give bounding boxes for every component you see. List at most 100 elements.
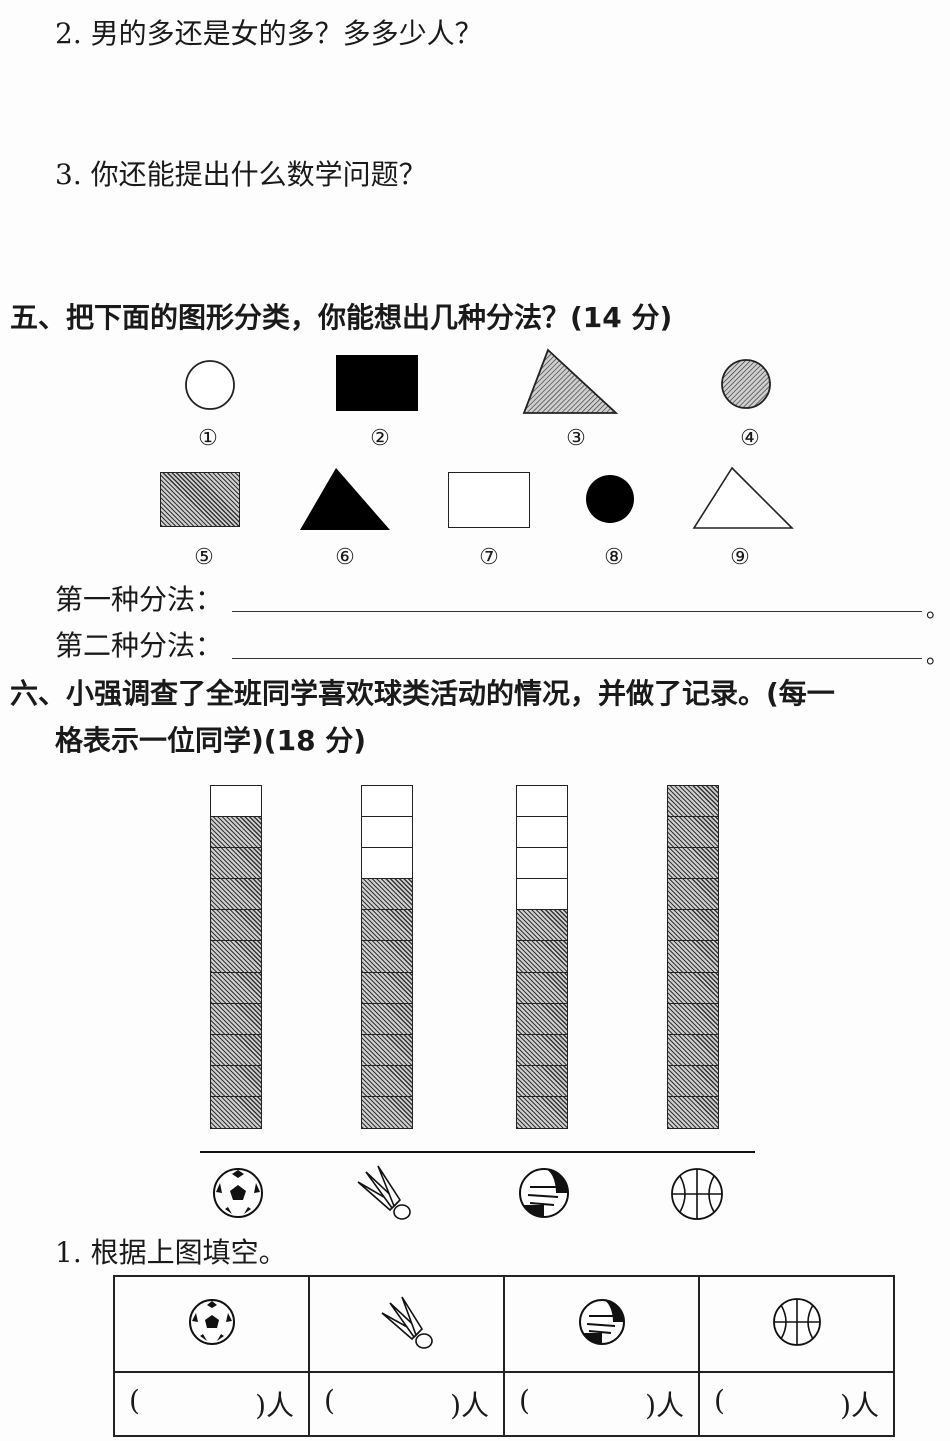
volleyball-icon: [519, 1168, 569, 1218]
answer-paren-open: (: [714, 1384, 725, 1417]
sub-question-1: 1. 根据上图填空。: [55, 1236, 287, 1269]
bar-cell-filled: [361, 1002, 413, 1036]
bar-cell-filled: [210, 1065, 262, 1098]
shape-1-white-circle: [185, 360, 235, 410]
bar-badminton-shuttlecock: [361, 784, 413, 1130]
question-3: 3. 你还能提出什么数学问题？: [55, 158, 427, 191]
section6-title-line1: 六、小强调查了全班同学喜欢球类活动的情况，并做了记录。(每一: [10, 677, 835, 710]
shape-4-number: ④: [740, 426, 760, 451]
bar-cell-filled: [667, 1065, 719, 1098]
bar-cell-filled: [667, 940, 719, 974]
bar-cell-empty: [516, 878, 568, 911]
bar-cell-filled: [210, 846, 262, 880]
bar-cell-filled: [667, 1096, 719, 1130]
bar-cell-filled: [210, 1002, 262, 1036]
bar-cell-empty: [361, 784, 413, 818]
answer-blank-basketball[interactable]: ( )人: [698, 1371, 895, 1437]
shape-5-number: ⑤: [194, 545, 214, 570]
bar-cell-filled: [210, 815, 262, 849]
bar-cell-empty: [361, 846, 413, 880]
shape-1-number: ①: [198, 426, 218, 451]
method-2-answer-line[interactable]: [232, 658, 922, 659]
table-cell-soccer: [113, 1275, 310, 1373]
bar-cell-filled: [361, 909, 413, 942]
bar-cell-filled: [516, 1002, 568, 1036]
basketball-icon: [671, 1168, 723, 1220]
shape-4-hatched-circle: [721, 359, 771, 409]
shape-7-number: ⑦: [479, 545, 499, 570]
method-2-end-mark: 。: [926, 644, 949, 669]
bar-cell-filled: [516, 909, 568, 942]
shape-6-black-triangle: [300, 468, 390, 530]
soccer-ball-icon: [188, 1299, 235, 1345]
bar-cell-filled: [667, 815, 719, 849]
answer-table-blank-row: ()人 ()人 ()人 ()人: [113, 1371, 895, 1437]
answer-paren-open: (: [519, 1384, 530, 1417]
bar-cell-filled: [667, 1034, 719, 1067]
shape-7-white-rectangle: [448, 472, 530, 528]
bar-cell-filled: [667, 909, 719, 942]
bar-cell-filled: [210, 878, 262, 911]
bar-cell-filled: [361, 1065, 413, 1098]
answer-blank-badminton[interactable]: ()人: [308, 1371, 505, 1437]
bar-cell-filled: [210, 1096, 262, 1130]
bar-cell-filled: [667, 878, 719, 911]
bar-cell-empty: [516, 815, 568, 849]
bar-cell-filled: [361, 1034, 413, 1067]
shape-9-white-triangle: [692, 466, 794, 529]
shape-3-hatched-triangle: [522, 348, 619, 414]
bar-cell-filled: [667, 1002, 719, 1036]
bar-cell-filled: [516, 1065, 568, 1098]
shapes-area: ① ② ③ ④ ⑤ ⑥ ⑦ ⑧ ⑨: [0, 0, 950, 600]
basketball-icon: [772, 1298, 821, 1346]
answer-unit: )人: [255, 1389, 294, 1422]
bar-cell-filled: [210, 1034, 262, 1067]
answer-paren-open: (: [129, 1384, 140, 1417]
bar-basketball: [667, 784, 719, 1130]
section5-title: 五、把下面的图形分类，你能想出几种分法？(14 分): [10, 301, 673, 334]
bar-cell-empty: [361, 815, 413, 849]
shape-2-black-rectangle: [336, 355, 418, 411]
bar-cell-filled: [667, 971, 719, 1005]
ball-preference-chart: [180, 784, 780, 1152]
bar-cell-filled: [361, 940, 413, 974]
answer-unit: )人: [840, 1389, 879, 1422]
badminton-shuttlecock-icon: [357, 1165, 411, 1220]
bar-cell-empty: [210, 784, 262, 818]
method-1-answer-line[interactable]: [232, 611, 922, 612]
shape-8-black-circle: [586, 475, 634, 523]
question-2: 2. 男的多还是女的多？多多少人？: [55, 17, 483, 50]
section6-title-line2: 格表示一位同学)(18 分): [55, 724, 367, 757]
answer-blank-volleyball[interactable]: ( )人: [503, 1371, 700, 1437]
bar-cell-empty: [516, 846, 568, 880]
bar-cell-filled: [361, 1096, 413, 1130]
answer-unit: )人: [645, 1389, 684, 1422]
answer-unit: )人: [450, 1389, 489, 1422]
bar-soccer-ball: [210, 784, 262, 1130]
bar-cell-filled: [361, 971, 413, 1005]
bar-cell-filled: [361, 878, 413, 911]
bar-cell-empty: [516, 784, 568, 818]
bar-cell-filled: [667, 846, 719, 880]
chart-baseline: [200, 1151, 755, 1153]
bar-cell-filled: [516, 1034, 568, 1067]
method-1-label: 第一种分法：: [55, 583, 224, 616]
shape-3-number: ③: [566, 426, 586, 451]
bar-volleyball: [516, 784, 568, 1130]
bar-cell-filled: [516, 1096, 568, 1130]
shape-5-hatched-rectangle: [160, 472, 240, 527]
bar-cell-filled: [516, 971, 568, 1005]
soccer-ball-icon: [213, 1168, 263, 1218]
answer-blank-soccer[interactable]: ( )人: [113, 1371, 310, 1437]
table-cell-volleyball: [503, 1275, 700, 1373]
bar-cell-filled: [667, 784, 719, 818]
shape-9-number: ⑨: [730, 545, 750, 570]
shape-6-number: ⑥: [335, 545, 355, 570]
answer-table: ()人 ()人 ()人 ()人: [113, 1275, 895, 1437]
shape-2-number: ②: [370, 426, 390, 451]
bar-cell-filled: [210, 909, 262, 942]
shape-8-number: ⑧: [604, 545, 624, 570]
table-cell-basketball: [698, 1275, 895, 1373]
answer-table-icon-row: [113, 1275, 895, 1373]
bar-cell-filled: [210, 971, 262, 1005]
